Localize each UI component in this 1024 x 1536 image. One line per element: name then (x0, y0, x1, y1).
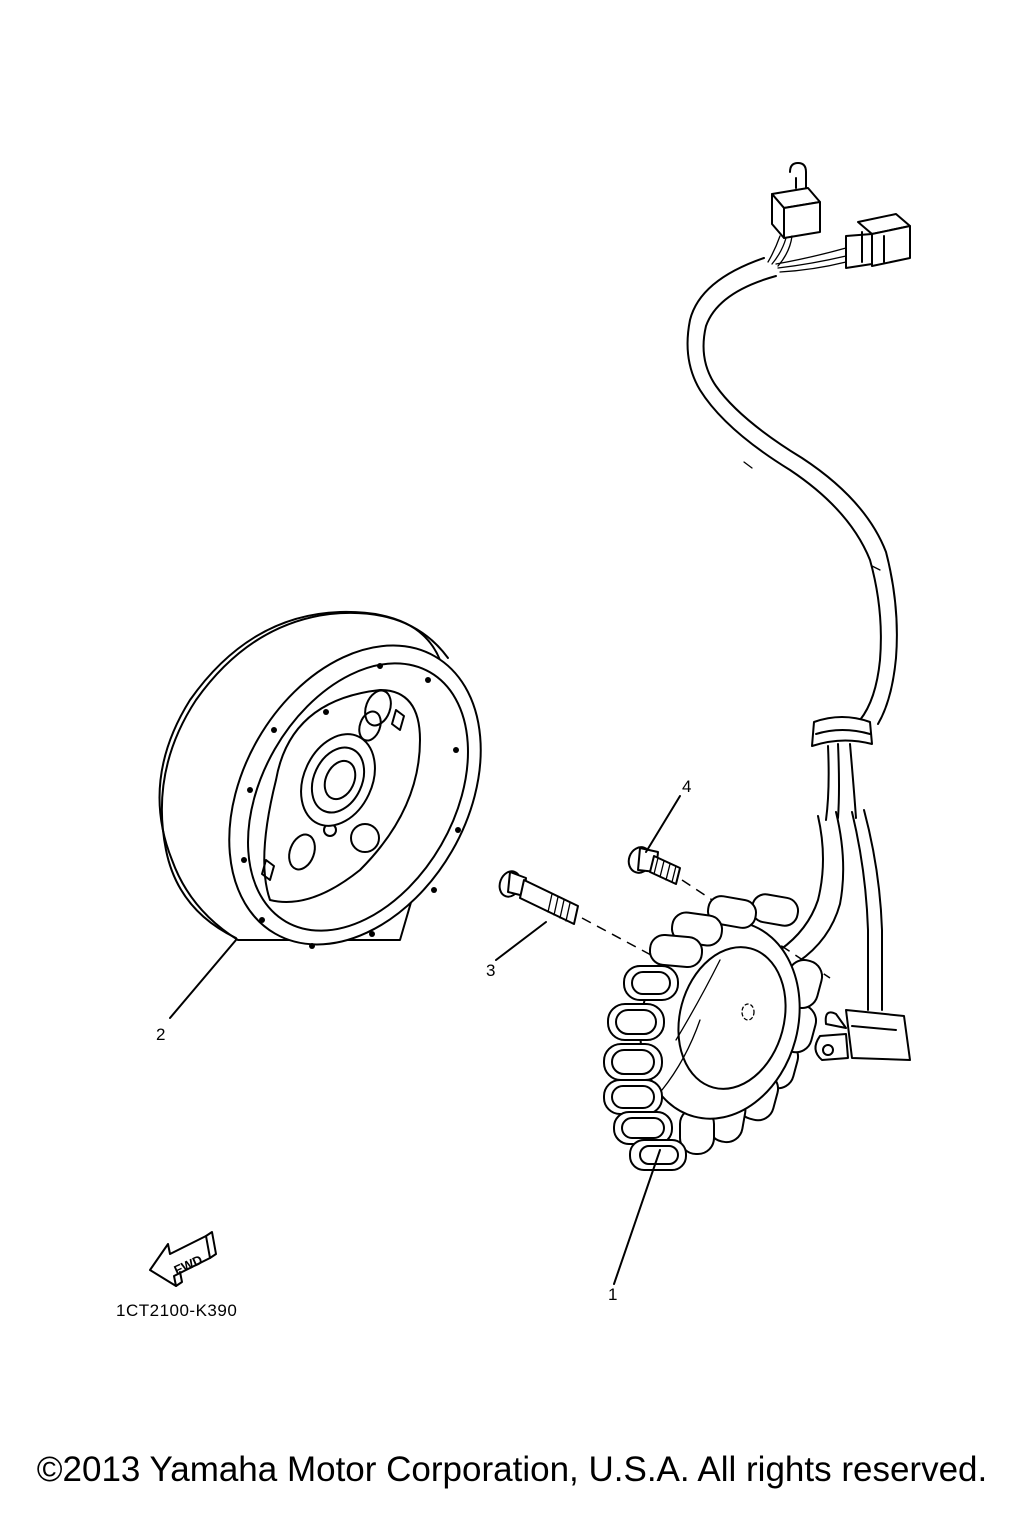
leader-lines (169, 795, 681, 1285)
connector-lower (845, 213, 911, 269)
wire-harness (686, 162, 911, 1011)
copyright-notice: ©2013 Yamaha Motor Corporation, U.S.A. A… (36, 1450, 988, 1489)
rotor-flywheel (158, 610, 482, 949)
assembly-line-bolt-long (581, 917, 721, 993)
diagram-code: 1CT2100-K390 (116, 1301, 237, 1320)
callout-4: 4 (682, 777, 691, 796)
callout-2: 2 (156, 1025, 165, 1044)
callout-3: 3 (486, 961, 495, 980)
callout-1: 1 (608, 1285, 617, 1304)
stator-assembly (603, 893, 911, 1171)
bolt-long (498, 870, 579, 925)
bolt-short (627, 846, 681, 885)
pickup-coil (814, 1009, 911, 1061)
fwd-arrow-icon: FWD (149, 1231, 217, 1287)
connector-upper (771, 162, 821, 239)
